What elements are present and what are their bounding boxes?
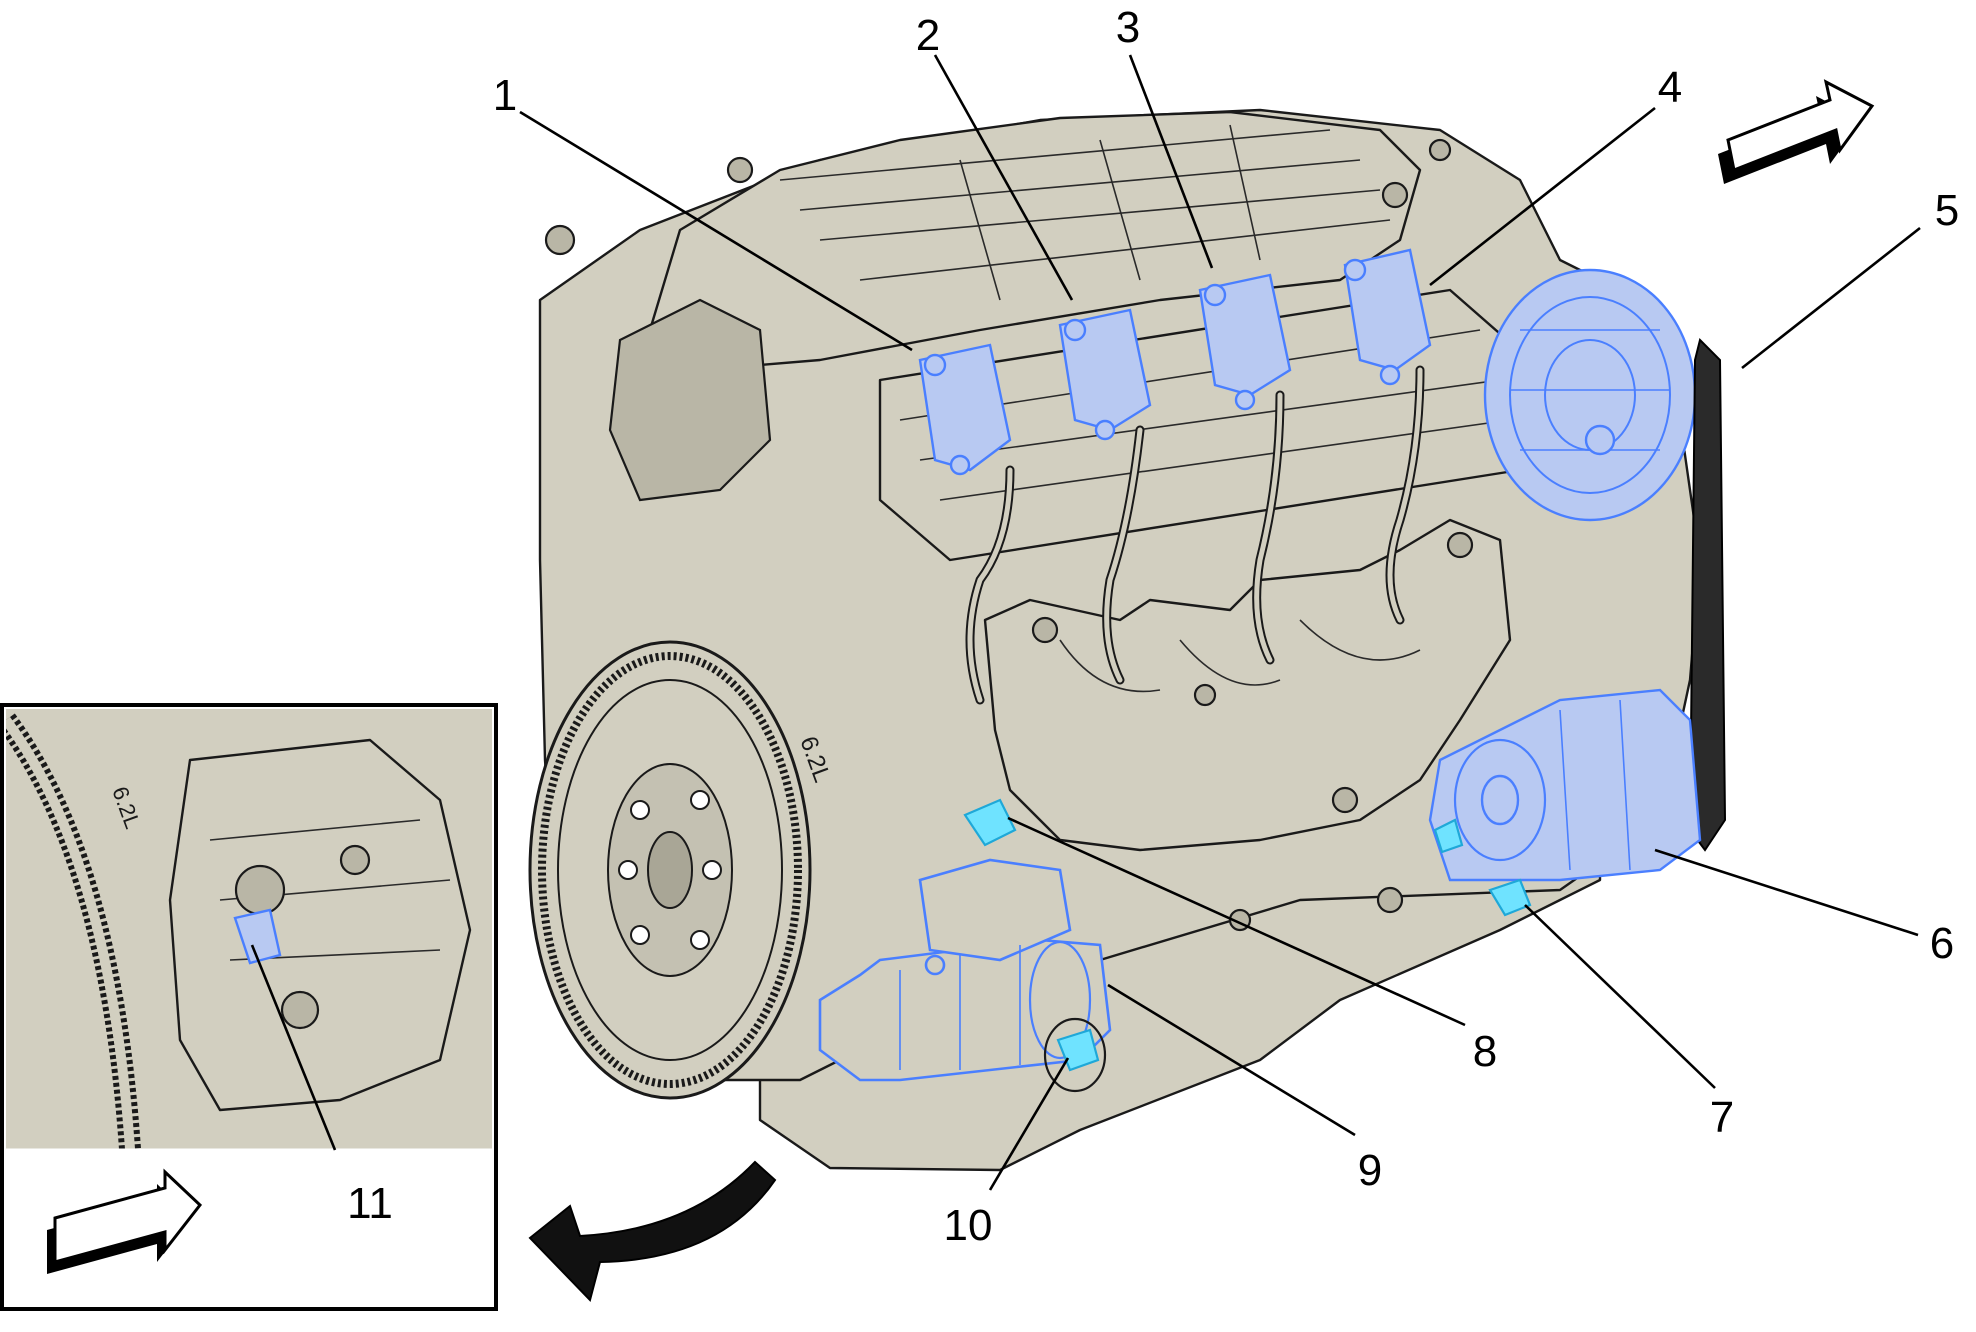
starter-solenoid-connector [963, 798, 1017, 847]
callout-11: 11 [347, 1179, 393, 1228]
ignition-coil-3 [1198, 273, 1292, 411]
callout-2: 2 [916, 11, 940, 60]
callout-7: 7 [1710, 1093, 1734, 1142]
flywheel [528, 640, 812, 1100]
callout-3: 3 [1116, 3, 1140, 52]
rotation-arrow-icon [528, 1160, 777, 1302]
ac-compressor [1428, 688, 1702, 882]
starter-motor [818, 858, 1112, 1082]
generator [1483, 268, 1697, 522]
callout-6: 6 [1930, 919, 1954, 968]
ignition-coil-1 [918, 343, 1012, 476]
inset-direction-arrow-icon [47, 1168, 203, 1274]
callout-labels: 1 2 3 4 5 6 7 8 9 10 11 [347, 3, 1959, 1250]
ignition-coil-2 [1058, 308, 1152, 441]
callout-4: 4 [1658, 63, 1682, 112]
callout-9: 9 [1358, 1146, 1382, 1195]
leader-lines [250, 54, 1921, 1191]
front-direction-arrow-icon [1718, 79, 1875, 184]
ac-pressure-sensor [1488, 878, 1532, 917]
drive-belt [1688, 338, 1727, 852]
callout-5: 5 [1935, 186, 1959, 235]
inset-detail-view: 6.2L [0, 703, 498, 1311]
callout-10: 10 [944, 1201, 993, 1250]
callout-1: 1 [493, 71, 517, 120]
spark-plug-wires [965, 365, 1425, 705]
callout-8: 8 [1473, 1027, 1497, 1076]
ignition-coil-4 [1343, 248, 1432, 386]
throttle-body [608, 298, 772, 502]
inset-knock-sensor [233, 908, 282, 965]
ac-compressor-connector [1433, 818, 1464, 854]
engine-assembly: 6.2L [528, 108, 1727, 1172]
